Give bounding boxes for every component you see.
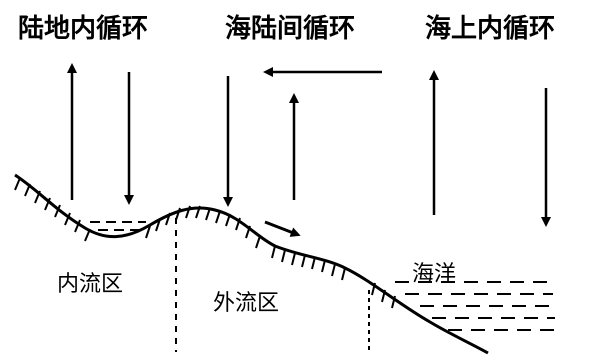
title-sea-internal-cycle: 海上内循环 bbox=[425, 14, 556, 44]
inland-lake bbox=[90, 221, 146, 231]
title-land-internal-cycle: 陆地内循环 bbox=[18, 14, 149, 44]
label-outflow-drainage: 外流区 bbox=[213, 291, 280, 316]
title-sea-land-cycle: 海陆间循环 bbox=[225, 14, 356, 44]
runoff-arrow bbox=[264, 220, 301, 237]
ocean-water bbox=[395, 281, 555, 331]
ground-hatching bbox=[14, 177, 396, 309]
label-inland-drainage: 内流区 bbox=[57, 272, 124, 297]
label-ocean: 海洋 bbox=[412, 262, 457, 287]
